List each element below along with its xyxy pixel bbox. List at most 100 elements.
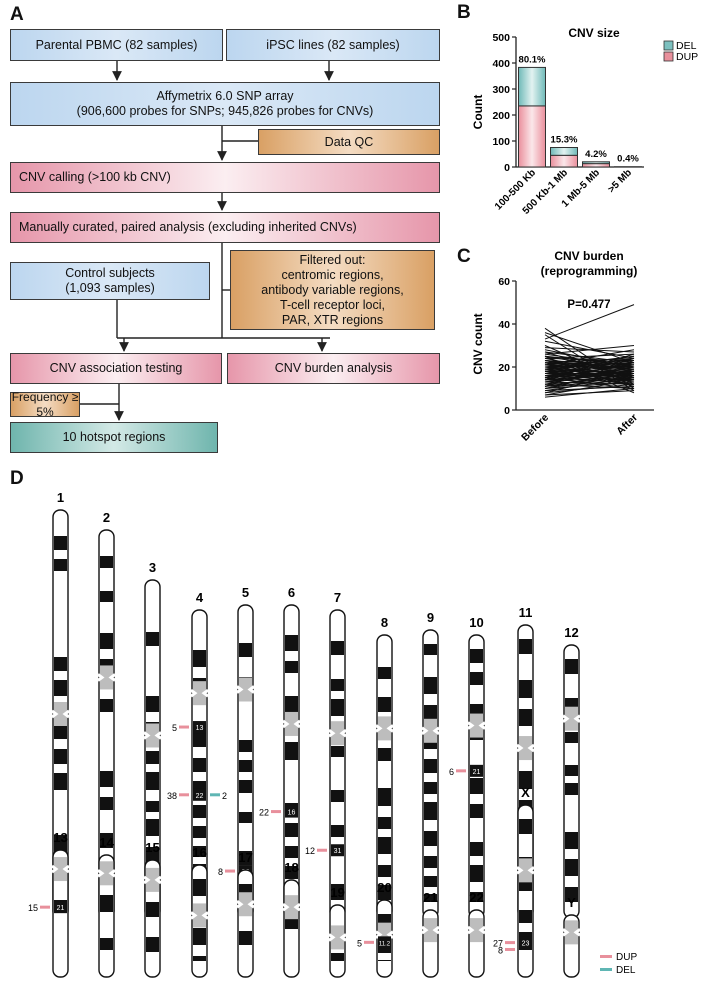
- chromosome-band: [565, 732, 578, 743]
- chromosome-band: [378, 837, 391, 854]
- chromosome-band: [146, 751, 159, 764]
- chromosome-band: [285, 661, 298, 673]
- chromosome-label: X: [521, 785, 530, 800]
- band-highlight: [54, 901, 67, 914]
- chromosome-band: [239, 760, 252, 772]
- chromosome-label: 18: [284, 860, 298, 875]
- chromosome-band: [146, 632, 159, 646]
- chromosome-12: 12: [562, 625, 581, 919]
- chart-c-ytick-label: 0: [504, 405, 510, 417]
- chart-b-ytick-label: 0: [504, 162, 510, 174]
- chromosome-band: [239, 851, 252, 865]
- chromosome-band: [100, 556, 113, 568]
- chart-b-ytick-label: 500: [492, 32, 510, 44]
- chromosome-label: Y: [567, 895, 576, 910]
- chromosome-band: [565, 859, 578, 876]
- chromosome-band: [100, 938, 113, 950]
- chart-b-legend: DEL DUP: [663, 40, 698, 63]
- chromosome-band: [378, 817, 391, 829]
- chromosome-band: [100, 633, 113, 649]
- frequency-box: Frequency ≥ 5%: [10, 389, 80, 419]
- dup-count: 8: [218, 867, 223, 877]
- chart-b-ytick-label: 300: [492, 84, 510, 96]
- band-label: 16: [288, 810, 296, 817]
- chart-c-title: CNV burden: [554, 249, 623, 263]
- bar-del: [518, 66, 546, 107]
- dup-mark: [225, 869, 235, 873]
- band-highlight: [193, 721, 206, 734]
- centromere-notch: [467, 721, 486, 730]
- centromere-region: [239, 892, 252, 917]
- chromosome-band: [470, 865, 483, 882]
- dup-mark: [364, 940, 374, 944]
- chart-c-category-label: Before: [519, 412, 551, 444]
- burden-pair-line: [544, 357, 635, 362]
- centromere-region: [285, 895, 298, 920]
- centromere-region: [100, 665, 113, 690]
- dup-mark: [317, 848, 327, 852]
- burden-analysis-box: CNV burden analysis: [227, 353, 440, 384]
- chromosome-8: 8: [375, 615, 394, 919]
- dup-mark: [456, 769, 466, 773]
- karyotype-legend: DUP DEL: [600, 952, 637, 976]
- chromosome-band: [424, 677, 437, 694]
- chromosome-22: 22: [467, 890, 486, 978]
- chromosome-band: [378, 697, 391, 712]
- chromosome-band: [285, 696, 298, 713]
- chart-b-category-label: >5 Mb: [606, 167, 634, 195]
- dup-count: 8: [498, 945, 503, 955]
- chromosome-19: 19: [328, 885, 347, 978]
- chromosome-band: [239, 740, 252, 752]
- filtered-out-box: Filtered out: centromic regions, antibod…: [230, 250, 435, 330]
- band-highlight: [285, 805, 298, 818]
- panel-letter-c: C: [457, 246, 471, 267]
- burden-pair-line: [544, 362, 635, 377]
- panel-letter-a: A: [10, 4, 24, 25]
- chart-c-ytick-label: 60: [498, 276, 510, 288]
- chromosome-band: [54, 749, 67, 764]
- chromosome-body: [329, 609, 346, 919]
- chart-c-category-label: After: [614, 412, 640, 438]
- chromosome-band: [424, 705, 437, 723]
- dup-mark: [271, 810, 281, 814]
- band-label: 21: [473, 769, 481, 776]
- chromosome-label: 3: [149, 560, 156, 575]
- centromere-notch: [143, 875, 162, 885]
- legend-del-mark: [600, 968, 612, 971]
- dup-mark: [505, 947, 515, 951]
- burden-pair-line: [544, 388, 635, 398]
- centromere-notch: [516, 866, 535, 875]
- centromere-region: [378, 716, 391, 741]
- band-highlight: [193, 788, 206, 801]
- dup-count: 5: [357, 938, 362, 948]
- chromosome-label: 19: [330, 885, 344, 900]
- burden-pair-line: [544, 364, 635, 377]
- band-highlight: [331, 844, 344, 857]
- chromosome-label: 21: [423, 890, 437, 905]
- centromere-notch: [282, 719, 301, 729]
- centromere-notch: [236, 900, 255, 909]
- chromosome-band: [565, 887, 578, 902]
- burden-pair-line: [544, 372, 635, 381]
- chromosome-band: [424, 759, 437, 773]
- centromere-notch: [562, 714, 581, 723]
- panel-letter-d: D: [10, 468, 24, 489]
- chromosome-band: [470, 804, 483, 818]
- chromosome-band: [285, 917, 298, 929]
- centromere-notch: [97, 673, 116, 682]
- chromosome-band: [100, 699, 113, 712]
- chromosome-band: [193, 846, 206, 857]
- cnv-size-chart: CNV size Count DEL DUP 01002003004005008…: [471, 26, 698, 217]
- chromosome-band: [424, 876, 437, 887]
- chart-b-ytick-label: 400: [492, 58, 510, 70]
- chromosome-band: [470, 778, 483, 794]
- chromosome-label: 14: [99, 835, 114, 850]
- chromosome-band: [519, 771, 532, 789]
- chart-b-ytick-label: 100: [492, 136, 510, 148]
- chromosome-label: 6: [288, 585, 295, 600]
- bar-dup: [518, 105, 546, 168]
- del-count: 2: [222, 791, 227, 801]
